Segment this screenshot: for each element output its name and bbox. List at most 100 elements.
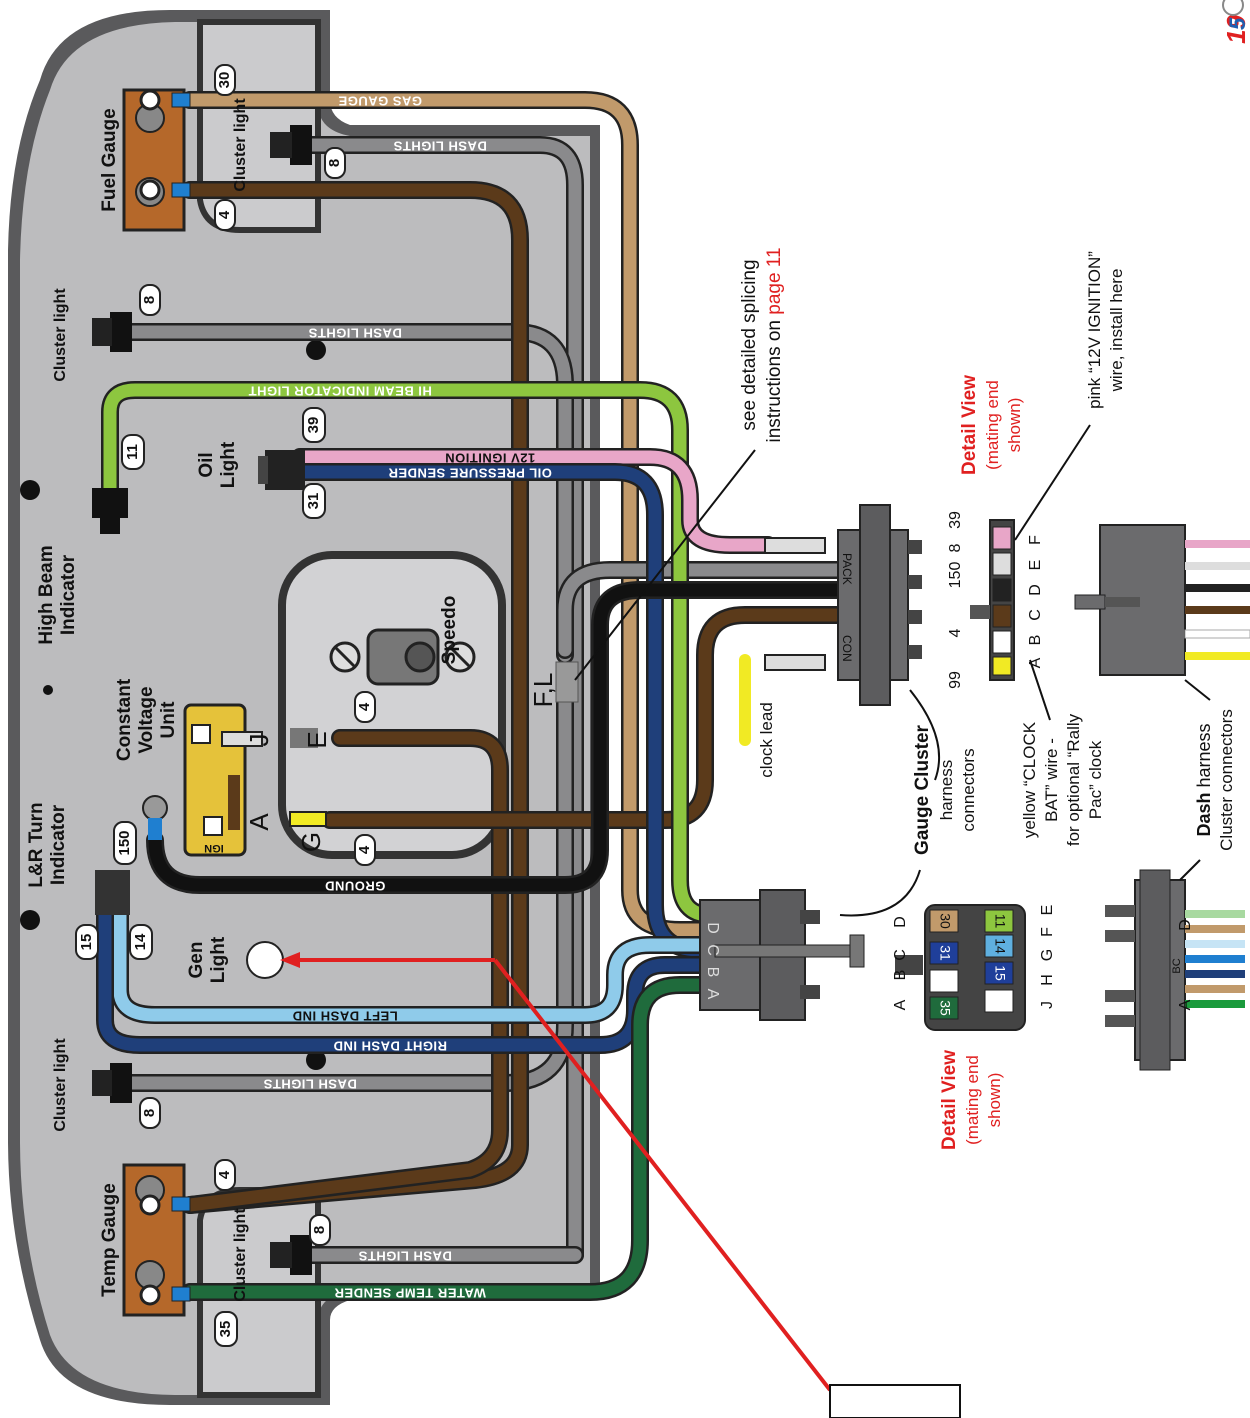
svg-text:Dash harness: Dash harness (1194, 723, 1214, 836)
svg-text:Light: Light (208, 936, 229, 983)
callout-box (829, 1384, 961, 1418)
high-beam-label-2: Indicator (58, 554, 79, 635)
badge-8: 8 (326, 159, 343, 167)
wire-labels: GAS GAUGE DASH LIGHTS DASH LIGHTS HI BEA… (248, 94, 552, 1301)
temp-gauge-label: Temp Gauge (99, 1183, 120, 1297)
badge-31: 31 (305, 493, 322, 510)
detail-view-upper: Detail View (mating end shown) (959, 375, 1024, 475)
detail-view-sub1: (mating end (983, 380, 1002, 470)
detail-view-lower: Detail View (mating end shown) (939, 1050, 1004, 1150)
cluster-light-lower: Cluster light (52, 1038, 132, 1132)
detail-view-sub1: (mating end (963, 1055, 982, 1145)
badge-8: 8 (141, 1109, 158, 1117)
cluster-light-upper: Cluster light (52, 288, 132, 382)
lr-turn-label-1: L&R Turn (26, 802, 47, 887)
cell-30: 30 (937, 913, 953, 929)
badge-35: 35 (217, 1321, 234, 1338)
cvu-label-2: Voltage (136, 686, 157, 753)
pin-d: D (1027, 584, 1044, 596)
dash-lights-label-4: DASH LIGHTS (358, 1249, 452, 1264)
svg-text:BAT” wire -: BAT” wire - (1042, 738, 1061, 822)
svg-text:Gen: Gen (186, 942, 207, 979)
dash-lights-label-3: DASH LIGHTS (263, 1077, 357, 1092)
water-temp-label: WATER TEMP SENDER (334, 1286, 486, 1301)
dash-pin-d: D (1177, 919, 1194, 931)
terminal-a: A (244, 813, 274, 831)
badge-14: 14 (132, 933, 149, 950)
cell-14: 14 (992, 938, 1008, 954)
left-dash-label: LEFT DASH IND (292, 1009, 397, 1024)
svg-text:Cluster connectors: Cluster connectors (1217, 709, 1236, 851)
svg-text:Light: Light (218, 441, 239, 488)
cluster-light-label: Cluster light (52, 288, 69, 382)
dash-lights-label-1: DASH LIGHTS (393, 139, 487, 154)
detail-view-title: Detail View (939, 1050, 960, 1150)
cvu-label-1: Constant (114, 678, 135, 761)
splice-page-link[interactable]: page 11 (764, 247, 785, 314)
gauge-cluster-bold: Gauge Cluster (912, 724, 933, 854)
badge-15: 15 (78, 934, 95, 951)
cell-15: 15 (992, 965, 1008, 981)
terminal-j: J (244, 734, 274, 747)
detail-view-title: Detail View (959, 375, 980, 475)
pin-num-4: 4 (947, 628, 964, 637)
row1-b: B (892, 970, 909, 981)
pink-note: pink “12V IGNITION” wire, install here (1085, 251, 1126, 409)
svg-text:yellow “CLOCK: yellow “CLOCK (1020, 721, 1039, 838)
pin-a: A (704, 989, 721, 1000)
badge-4: 4 (356, 702, 373, 711)
terminal-fl: F,L (528, 673, 558, 708)
page-corner: 19 5 (1221, 0, 1250, 44)
yellow-note: yellow “CLOCK BAT” wire - for optional “… (1020, 713, 1105, 846)
high-beam-label-1: High Beam (36, 545, 57, 644)
row2-f: F (1039, 927, 1056, 937)
pin-num-39: 39 (947, 511, 964, 529)
corner-number-19: 19 (1221, 14, 1250, 43)
dash-caption: Dash harness Cluster connectors (1179, 679, 1236, 881)
badge-8: 8 (311, 1226, 328, 1234)
speedo: Speedo (329, 596, 476, 686)
clock-lead-label: clock lead (757, 702, 776, 778)
temp-gauge: Temp Gauge (99, 1163, 191, 1317)
dash-connector-upper (1074, 524, 1250, 676)
badge-4: 4 (356, 845, 373, 854)
pin-b: B (704, 967, 721, 978)
svg-text:instructions on: instructions on page 11 (764, 247, 785, 442)
constant-voltage-unit: Constant Voltage Unit IGN (114, 678, 327, 857)
speedo-label: Speedo (439, 596, 460, 665)
oil-pressure-label: OIL PRESSURE SENDER (388, 466, 552, 481)
row2-h: H (1039, 974, 1056, 986)
gauge-cluster-1: harness (937, 760, 956, 820)
cvu-label-3: Unit (158, 701, 179, 739)
pin-c: C (1027, 609, 1044, 621)
lr-turn-label-2: Indicator (48, 804, 69, 885)
detail-view-sub2: shown) (985, 1073, 1004, 1128)
corner-number-5: 5 (1225, 17, 1250, 30)
gas-gauge-label: GAS GAUGE (338, 94, 422, 109)
row1-c: C (892, 949, 909, 961)
oil-light-label: Oil (196, 452, 217, 477)
right-dash-label: RIGHT DASH IND (333, 1039, 447, 1054)
badge-39: 39 (305, 417, 322, 434)
dcba-connector: D C B A (699, 889, 865, 1021)
cluster-light-fuel: Cluster light (232, 98, 312, 192)
cluster-light-label: Cluster light (232, 1208, 249, 1302)
fuel-gauge-label: Fuel Gauge (99, 108, 120, 211)
oil-light: Oil Light (196, 441, 305, 490)
ignition-label: 12V IGNITION (445, 451, 536, 466)
cluster-light-temp: Cluster light (232, 1208, 312, 1302)
pin-e: E (1027, 560, 1044, 571)
splice-line-1: see detailed splicing (739, 259, 760, 430)
badge-8: 8 (141, 296, 158, 304)
svg-text:Pac” clock: Pac” clock (1086, 740, 1105, 819)
gauge-cluster-caption: Gauge Cluster harness connectors (839, 689, 978, 917)
dash-pin-bc: BC (1171, 958, 1183, 973)
splice-line-2: instructions on (764, 320, 785, 443)
pack-con-connector: PACK CON clock lead (757, 504, 922, 778)
dash-connector-lower: A BC D (1105, 869, 1245, 1071)
pin-d: D (704, 922, 721, 934)
svg-text:wire, install here: wire, install here (1107, 269, 1126, 393)
six-pin-detail: F E D C B A 39 8 150 4 99 (947, 424, 1091, 721)
ground-label: GROUND (325, 879, 386, 894)
